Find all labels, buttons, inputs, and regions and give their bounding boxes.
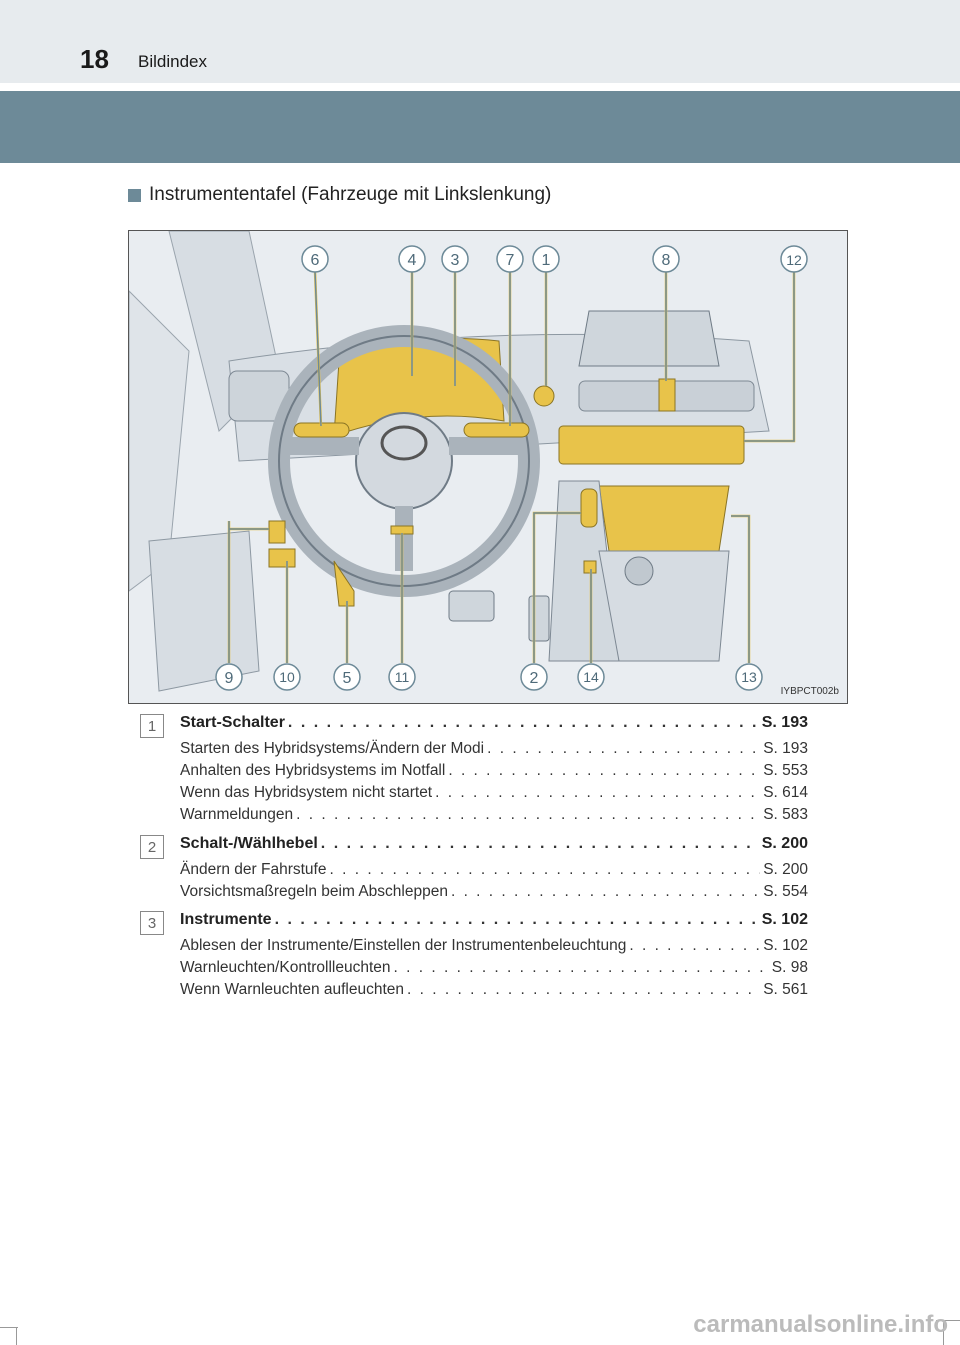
callout-9: 9 (225, 670, 234, 687)
entry-page: S. 102 (762, 911, 808, 929)
entry-sub-line[interactable]: Starten des Hybridsystems/Ändern der Mod… (180, 740, 808, 758)
crop-mark (16, 1327, 17, 1345)
entry-sub-line[interactable]: Wenn das Hybridsystem nicht startet S. 6… (180, 784, 808, 802)
sub-page: S. 102 (763, 937, 808, 955)
sub-page: S. 583 (763, 806, 808, 824)
callout-13: 13 (741, 669, 757, 685)
sub-text: Wenn Warnleuchten aufleuchten (180, 981, 404, 999)
leader-dots (435, 784, 760, 802)
leader-dots (288, 714, 759, 732)
entry-number: 3 (140, 911, 164, 935)
leader-dots (394, 959, 769, 977)
dashboard-drawing: 6 4 3 7 1 8 12 9 10 5 11 2 14 (129, 231, 847, 703)
entry-number: 2 (140, 835, 164, 859)
sub-text: Warnleuchten/Kontrollleuchten (180, 959, 391, 977)
entry-page: S. 193 (762, 714, 808, 732)
callout-5: 5 (343, 670, 352, 687)
figure-code: IYBPCT002b (781, 686, 839, 697)
entry-sub-line[interactable]: Warnleuchten/Kontrollleuchten S. 98 (180, 959, 808, 977)
entry-sub-line[interactable]: Warnmeldungen S. 583 (180, 806, 808, 824)
leader-dots (448, 762, 760, 780)
entry-page: S. 200 (762, 835, 808, 853)
callout-2: 2 (530, 670, 539, 687)
sub-page: S. 193 (763, 740, 808, 758)
header-accent-band (0, 91, 960, 163)
leader-dots (329, 861, 760, 879)
callout-6: 6 (311, 252, 320, 269)
leader-dots (629, 937, 760, 955)
sub-text: Anhalten des Hybridsystems im Notfall (180, 762, 445, 780)
leader-dots (407, 981, 760, 999)
entry-title: Instrumente (180, 911, 272, 929)
entry-main-line[interactable]: Schalt-/Wählhebel S. 200 (180, 835, 808, 853)
sub-page: S. 98 (772, 959, 808, 977)
watermark: carmanualsonline.info (693, 1311, 948, 1339)
callout-4: 4 (408, 252, 417, 269)
entry-main-line[interactable]: Start-Schalter S. 193 (180, 714, 808, 732)
sub-text: Vorsichtsmaßregeln beim Abschleppen (180, 883, 448, 901)
sub-page: S. 554 (763, 883, 808, 901)
sub-text: Wenn das Hybridsystem nicht startet (180, 784, 432, 802)
callout-12: 12 (786, 252, 802, 268)
leader-dots (296, 806, 760, 824)
entry-title: Schalt-/Wählhebel (180, 835, 318, 853)
crop-mark (0, 1327, 18, 1328)
sub-text: Ablesen der Instrumente/Einstellen der I… (180, 937, 626, 955)
section-square-icon (128, 189, 141, 202)
sub-page: S. 553 (763, 762, 808, 780)
entry-sub-line[interactable]: Ändern der Fahrstufe S. 200 (180, 861, 808, 879)
callout-1: 1 (542, 252, 551, 269)
index-entry-3: 3 Instrumente S. 102 Ablesen der Instrum… (140, 911, 808, 1003)
page-title: Bildindex (138, 52, 207, 72)
callout-3: 3 (451, 252, 460, 269)
section-heading: Instrumententafel (Fahrzeuge mit Linksle… (128, 184, 551, 206)
callout-7: 7 (506, 252, 515, 269)
entry-title: Start-Schalter (180, 714, 285, 732)
entry-number: 1 (140, 714, 164, 738)
sub-text: Warnmeldungen (180, 806, 293, 824)
entry-sub-line[interactable]: Wenn Warnleuchten aufleuchten S. 561 (180, 981, 808, 999)
index-entry-2: 2 Schalt-/Wählhebel S. 200 Ändern der Fa… (140, 835, 808, 905)
sub-page: S. 200 (763, 861, 808, 879)
leader-dots (321, 835, 759, 853)
callout-10: 10 (279, 669, 295, 685)
callout-14: 14 (583, 669, 599, 685)
sub-page: S. 561 (763, 981, 808, 999)
callout-11: 11 (395, 669, 410, 685)
section-title: Instrumententafel (Fahrzeuge mit Linksle… (149, 184, 551, 206)
sub-page: S. 614 (763, 784, 808, 802)
entry-sub-line[interactable]: Anhalten des Hybridsystems im Notfall S.… (180, 762, 808, 780)
dashboard-illustration: 6 4 3 7 1 8 12 9 10 5 11 2 14 (128, 230, 848, 704)
page-number: 18 (80, 44, 109, 75)
sub-text: Ändern der Fahrstufe (180, 861, 326, 879)
leader-dots (487, 740, 760, 758)
leader-dots (275, 911, 759, 929)
entry-sub-line[interactable]: Ablesen der Instrumente/Einstellen der I… (180, 937, 808, 955)
entry-main-line[interactable]: Instrumente S. 102 (180, 911, 808, 929)
index-entry-1: 1 Start-Schalter S. 193 Starten des Hybr… (140, 714, 808, 824)
leader-dots (451, 883, 760, 901)
sub-text: Starten des Hybridsystems/Ändern der Mod… (180, 740, 484, 758)
entry-sub-line[interactable]: Vorsichtsmaßregeln beim Abschleppen S. 5… (180, 883, 808, 901)
callout-8: 8 (662, 252, 671, 269)
